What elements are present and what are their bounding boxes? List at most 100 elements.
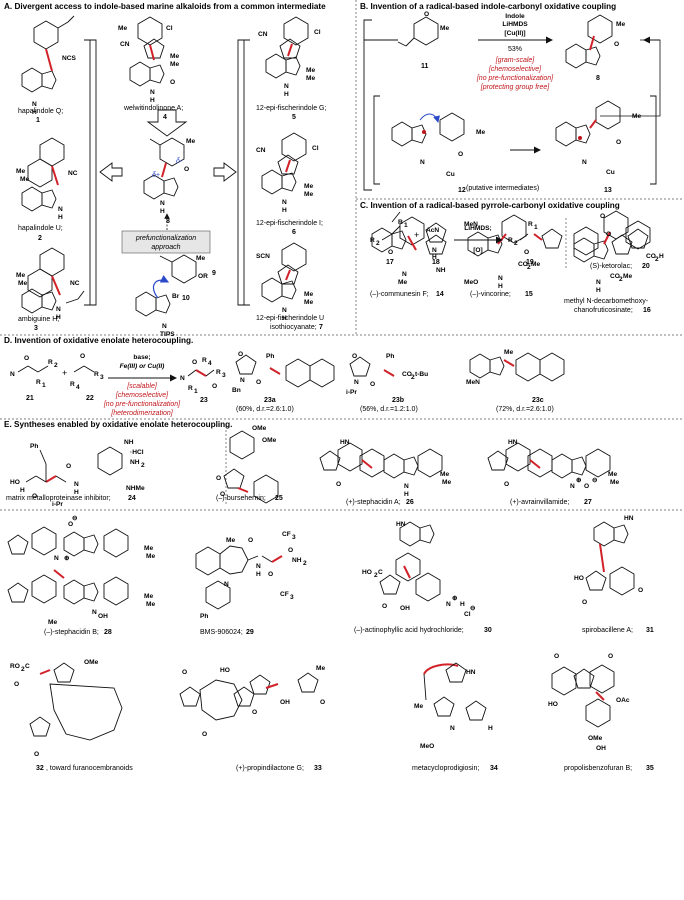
svg-text:i-Pr: i-Pr — [346, 389, 357, 396]
svg-text:Me: Me — [16, 168, 25, 175]
svg-text:O: O — [80, 353, 85, 360]
compound-13-structure: OMe NCu — [555, 100, 641, 176]
svg-text:O: O — [458, 151, 463, 158]
compound-11-number: 11 — [421, 63, 429, 70]
svg-text:O: O — [320, 699, 325, 706]
svg-text:R: R — [508, 237, 513, 244]
B-feature-1: [gram-scale] — [495, 57, 536, 64]
compound-7-name2: isothiocyanate; — [270, 324, 317, 331]
svg-text:HO: HO — [220, 667, 230, 674]
svg-text:N: N — [92, 609, 97, 616]
compound-14-number: 14 — [436, 291, 444, 298]
svg-text:N: N — [162, 323, 167, 330]
svg-text:Me: Me — [304, 191, 313, 198]
svg-text:N: N — [282, 307, 287, 314]
compound-23c-number: 23c — [532, 397, 544, 404]
svg-text:R: R — [202, 357, 207, 364]
svg-text:Me: Me — [226, 537, 235, 544]
B-yield: 53% — [508, 46, 522, 53]
svg-text:3: 3 — [292, 534, 296, 541]
compound-9-number: 9 — [212, 270, 216, 277]
compound-7-number: 7 — [319, 324, 323, 331]
svg-text:2: 2 — [376, 240, 380, 247]
section-C-title: C. Invention of a radical-based pyrrole-… — [360, 201, 620, 210]
compound-29-name: BMS-906024; — [200, 629, 243, 636]
svg-text:t-Bu: t-Bu — [415, 371, 428, 378]
svg-text:2: 2 — [141, 462, 145, 469]
svg-text:i-Pr: i-Pr — [52, 501, 63, 508]
compound-35-name: propolisbenzofuran B; — [564, 765, 632, 772]
svg-text:Me: Me — [146, 601, 155, 608]
svg-text:N: N — [56, 306, 61, 313]
svg-text:1: 1 — [42, 382, 46, 389]
svg-text:⊖: ⊖ — [592, 477, 598, 484]
compound-4-number: 4 — [163, 114, 167, 121]
svg-text:OMe: OMe — [262, 437, 277, 444]
svg-text:OH: OH — [280, 699, 290, 706]
svg-text:Me: Me — [48, 619, 57, 626]
svg-text:Cl: Cl — [464, 611, 471, 618]
compound-3-name: ambiguine H; — [18, 316, 59, 323]
B-int-bracket-left — [373, 95, 380, 185]
compound-23-number: 23 — [200, 397, 208, 404]
B-feature-3: [no pre-functionalization] — [476, 75, 554, 82]
B-return-line — [600, 39, 661, 117]
svg-text:2: 2 — [514, 240, 518, 247]
svg-text:Cl: Cl — [314, 29, 321, 36]
svg-text:N: N — [150, 89, 155, 96]
svg-text:Me: Me — [623, 273, 632, 280]
svg-text:MeN: MeN — [466, 379, 480, 386]
svg-text:CF: CF — [282, 531, 291, 538]
compound-23c-yield: (72%, d.r.=2.6:1.0) — [496, 406, 554, 413]
svg-text:Me: Me — [304, 299, 313, 306]
svg-text:O: O — [288, 547, 293, 554]
svg-text:2: 2 — [411, 374, 415, 381]
svg-text:N: N — [446, 601, 451, 608]
svg-text:O: O — [584, 483, 589, 490]
svg-text:Me: Me — [146, 553, 155, 560]
svg-text:Me: Me — [304, 291, 313, 298]
svg-text:2: 2 — [54, 362, 58, 369]
svg-text:Me: Me — [316, 665, 325, 672]
compound-26-name: (+)-stephacidin A; — [346, 499, 401, 506]
svg-text:2: 2 — [21, 666, 25, 673]
svg-text:CO: CO — [610, 273, 620, 280]
compound-13-number: 13 — [604, 187, 612, 194]
compound-23a-structure: ON PhO Bn — [232, 351, 335, 394]
svg-text:Cu: Cu — [606, 169, 615, 176]
compound-28-name: (–)-stephacidin B; — [44, 629, 99, 636]
svg-text:O: O — [600, 213, 605, 220]
compound-17-number: 17 — [386, 259, 394, 266]
B-reagent-1: Indole — [505, 13, 525, 20]
svg-text:2: 2 — [527, 264, 531, 271]
svg-text:H: H — [56, 314, 61, 321]
svg-text:⊖: ⊖ — [470, 605, 476, 612]
svg-text:N: N — [402, 271, 407, 278]
svg-text:H: H — [150, 97, 155, 104]
svg-text:OMe: OMe — [252, 425, 267, 432]
svg-text:N: N — [450, 725, 455, 732]
compound-3-number: 3 — [34, 325, 38, 332]
svg-text:NHMe: NHMe — [126, 485, 145, 492]
svg-text:H: H — [460, 601, 465, 608]
svg-text:1: 1 — [534, 224, 538, 231]
compound-1-structure: NCS NH — [21, 15, 77, 116]
compound-10-number: 10 — [182, 295, 190, 302]
svg-text:Me: Me — [414, 703, 423, 710]
svg-text:NCS: NCS — [62, 55, 77, 62]
svg-text:2: 2 — [619, 276, 623, 283]
compound-23a-yield: (60%, d.r.=2.6:1.0) — [236, 406, 294, 413]
svg-text:O: O — [336, 481, 341, 488]
svg-text:H: H — [284, 91, 289, 98]
D-reagent-2: Fe(III) or Cu(II) — [120, 363, 165, 370]
